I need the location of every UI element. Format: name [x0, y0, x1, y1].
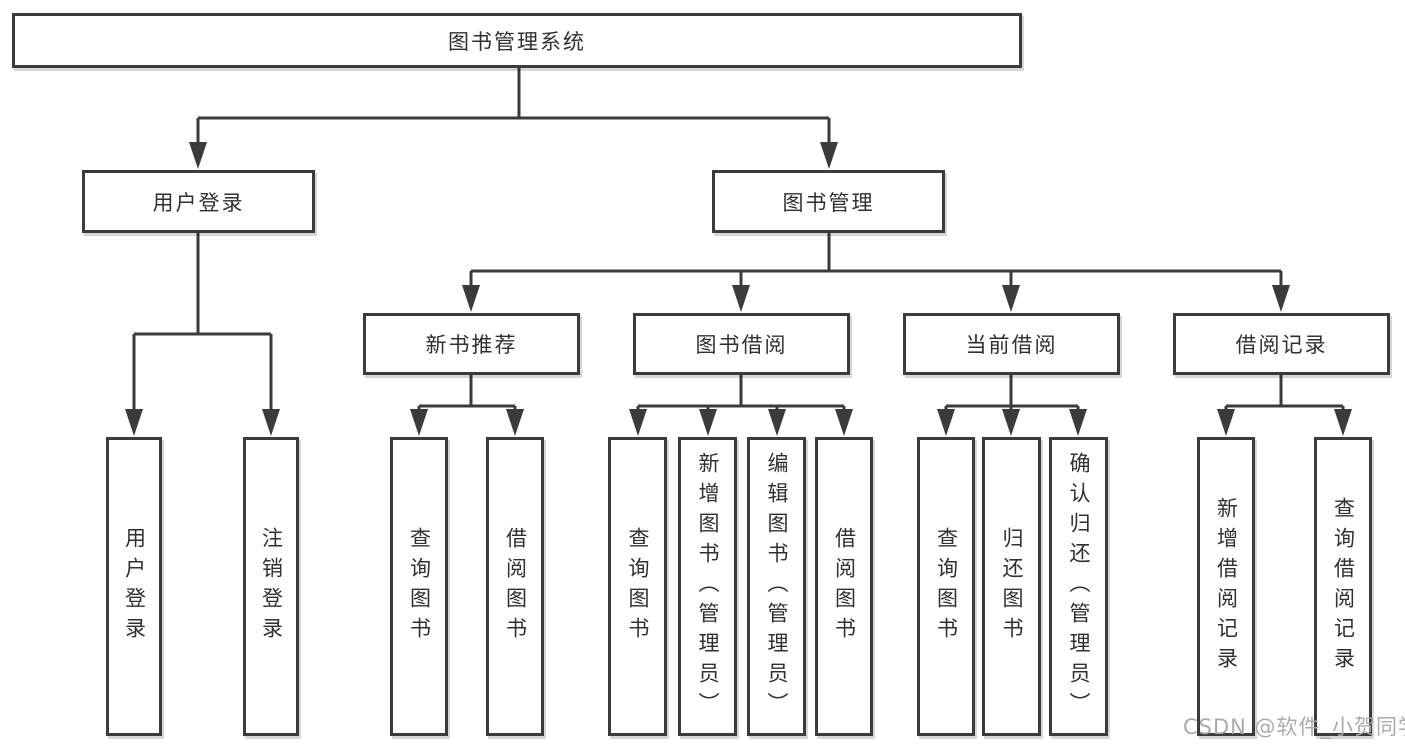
- node-user-login: 用户登录: [82, 170, 315, 233]
- leaf-user-login: 用户登录: [106, 437, 162, 736]
- node-new-book-recommend: 新书推荐: [363, 313, 580, 375]
- leaf-borrow-query-books: 查询图书: [608, 437, 667, 736]
- leaf-recommend-query-books: 查询图书: [390, 437, 448, 736]
- node-root-library-system: 图书管理系统: [12, 13, 1022, 68]
- node-borrow-records: 借阅记录: [1173, 313, 1390, 375]
- leaf-borrow-books: 借阅图书: [815, 437, 873, 736]
- leaf-logout: 注销登录: [243, 437, 299, 736]
- node-book-borrow: 图书借阅: [633, 313, 850, 375]
- node-book-management: 图书管理: [712, 170, 945, 233]
- leaf-add-books-admin: 新增图书（管理员）: [678, 437, 737, 736]
- leaf-edit-books-admin: 编辑图书（管理员）: [747, 437, 806, 736]
- node-current-borrow: 当前借阅: [903, 313, 1120, 375]
- csdn-watermark: CSDN @软件_小贺同学: [1183, 715, 1405, 739]
- leaf-query-borrow-record: 查询借阅记录: [1314, 437, 1372, 736]
- leaf-confirm-return-admin: 确认归还（管理员）: [1049, 437, 1108, 736]
- leaf-current-query-books: 查询图书: [917, 437, 975, 736]
- leaf-return-books: 归还图书: [982, 437, 1041, 736]
- leaf-add-borrow-record: 新增借阅记录: [1197, 437, 1255, 736]
- leaf-recommend-borrow-books: 借阅图书: [486, 437, 544, 736]
